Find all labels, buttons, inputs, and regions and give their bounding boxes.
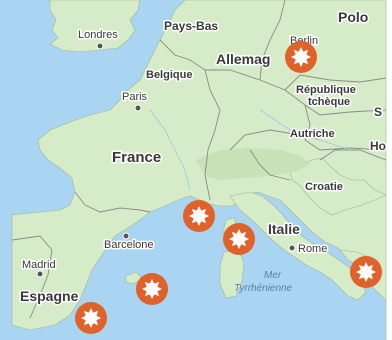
country-label-austria: Autriche [290, 128, 335, 140]
country-label-netherlands: Pays-Bas [164, 19, 218, 33]
city-dot-paris [134, 104, 142, 112]
marker-naples[interactable] [350, 256, 382, 288]
country-label-spain: Espagne [20, 288, 79, 304]
marker-berlin[interactable] [285, 41, 317, 73]
marker-malaga[interactable] [75, 302, 107, 334]
city-label-london: Londres [78, 29, 118, 41]
city-label-rome: Rome [298, 243, 327, 255]
sea-label-tyrrhenian-1: Mer [264, 270, 282, 281]
country-label-slovakia: S [374, 105, 382, 119]
star-burst-marker-icon [136, 273, 168, 305]
frame-right [386, 0, 392, 340]
country-label-france: France [112, 149, 161, 166]
rivers [149, 109, 351, 191]
city-label-paris: Paris [122, 91, 148, 103]
marker-corsica[interactable] [223, 223, 255, 255]
star-burst-marker-icon [285, 41, 317, 73]
city-dot-barcelona [122, 232, 130, 240]
alps-relief [196, 148, 310, 180]
city-dot-rome [288, 244, 296, 252]
country-label-poland: Polo [338, 9, 368, 25]
marker-nice[interactable] [183, 200, 215, 232]
country-label-italy: Italie [268, 221, 300, 237]
country-label-germany: Allemag [216, 51, 270, 67]
city-label-barcelona: Barcelone [104, 239, 154, 251]
sea-label-tyrrhenian-2: Tyrrhénienne [234, 283, 293, 294]
city-dot-madrid [36, 270, 44, 278]
land-europe-mainland [11, 0, 387, 340]
land-italy [229, 191, 367, 301]
country-label-czech-1: République [296, 84, 356, 96]
star-burst-marker-icon [75, 302, 107, 334]
marker-balearic[interactable] [136, 273, 168, 305]
country-label-hungary: Ho [370, 139, 386, 153]
city-label-madrid: Madrid [22, 259, 56, 271]
country-label-croatia: Croatie [305, 181, 343, 193]
land-great-britain [49, 0, 141, 53]
city-dot-london [96, 42, 104, 50]
star-burst-marker-icon [223, 223, 255, 255]
country-label-czech-2: tchèque [308, 96, 350, 108]
star-burst-marker-icon [350, 256, 382, 288]
star-burst-marker-icon [183, 200, 215, 232]
country-label-belgium: Belgique [146, 69, 192, 81]
city-dot-berlin [304, 34, 312, 42]
land-balearic [125, 271, 143, 285]
country-borders [11, 0, 387, 319]
